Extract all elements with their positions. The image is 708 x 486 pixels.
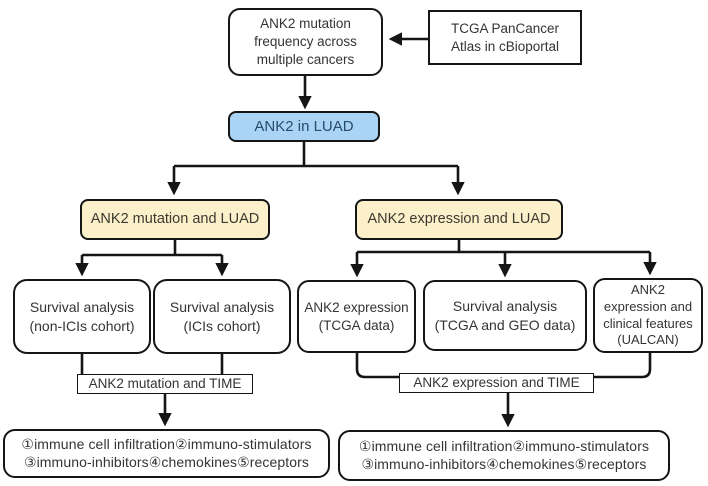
node-survival-tcga-geo: Survival analysis (TCGA and GEO data) — [423, 280, 587, 351]
node-survival-non-icis: Survival analysis (non-ICIs cohort) — [13, 279, 151, 354]
node-ank2-in-luad: ANK2 in LUAD — [228, 111, 380, 142]
node-ank2-mutation-and-luad: ANK2 mutation and LUAD — [80, 199, 270, 240]
node-ank2-expression-tcga: ANK2 expression (TCGA data) — [297, 280, 416, 353]
node-time-components-right: ①immune cell infiltration②immuno-stimula… — [338, 430, 670, 481]
node-ank2-expression-and-luad: ANK2 expression and LUAD — [355, 199, 563, 240]
node-ank2-expression-clinical-ualcan: ANK2 expression and clinical features (U… — [593, 278, 703, 353]
label-ank2-mutation-and-time: ANK2 mutation and TIME — [77, 374, 253, 394]
node-tcga-pancancer-source: TCGA PanCancer Atlas in cBioportal — [428, 10, 582, 65]
node-survival-icis: Survival analysis (ICIs cohort) — [153, 279, 291, 354]
label-ank2-expression-and-time: ANK2 expression and TIME — [399, 373, 594, 393]
node-time-components-left: ①immune cell infiltration②immuno-stimula… — [3, 429, 330, 478]
node-ank2-mutation-frequency: ANK2 mutation frequency across multiple … — [228, 8, 383, 76]
